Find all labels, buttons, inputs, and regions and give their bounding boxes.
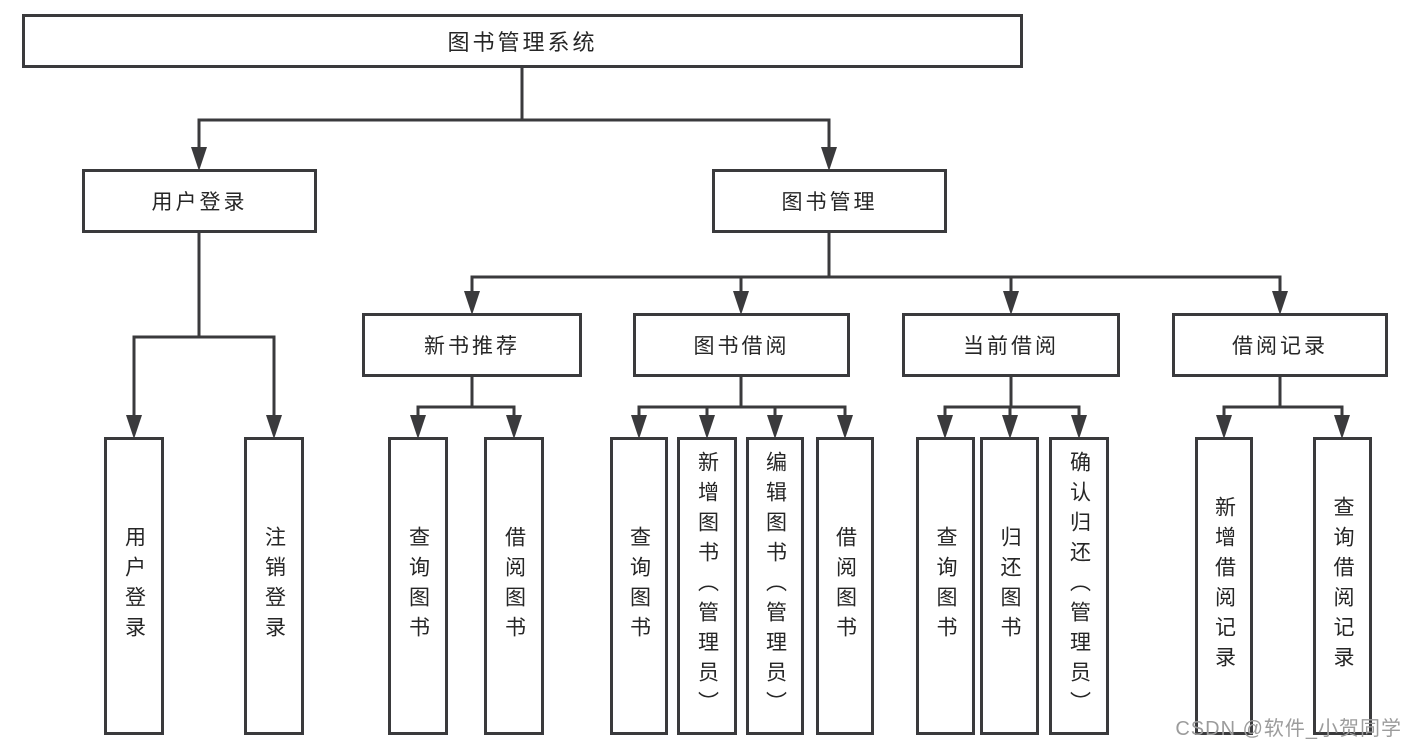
node-book-management: 图书管理 xyxy=(712,169,947,233)
node-user-login: 用户登录 xyxy=(82,169,317,233)
leaf-confirm-return-admin: 确认归还（管理员） xyxy=(1049,437,1109,735)
leaf-query-books-current-label: 查询图书 xyxy=(934,526,957,646)
leaf-add-borrow-record: 新增借阅记录 xyxy=(1195,437,1253,735)
leaf-user-login-label: 用户登录 xyxy=(122,526,146,646)
leaf-logout: 注销登录 xyxy=(244,437,304,735)
leaf-query-books-borrowing-label: 查询图书 xyxy=(627,526,651,646)
leaf-query-books-recommend: 查询图书 xyxy=(388,437,448,735)
leaf-edit-books-admin: 编辑图书（管理员） xyxy=(746,437,804,735)
leaf-query-books-recommend-label: 查询图书 xyxy=(406,526,430,646)
node-book-borrowing: 图书借阅 xyxy=(633,313,850,377)
leaf-borrow-books-recommend-label: 借阅图书 xyxy=(502,526,526,646)
leaf-add-books-admin-label: 新增图书（管理员） xyxy=(695,451,719,721)
leaf-return-books-label: 归还图书 xyxy=(998,526,1021,646)
leaf-add-books-admin: 新增图书（管理员） xyxy=(677,437,737,735)
leaf-query-books-borrowing: 查询图书 xyxy=(610,437,668,735)
watermark: CSDN @软件_小贺同学 xyxy=(1175,718,1402,740)
leaf-user-login: 用户登录 xyxy=(104,437,164,735)
node-new-book-recommendation: 新书推荐 xyxy=(362,313,582,377)
node-library-management-system: 图书管理系统 xyxy=(22,14,1023,68)
leaf-borrow-books-borrowing: 借阅图书 xyxy=(816,437,874,735)
leaf-borrow-books-borrowing-label: 借阅图书 xyxy=(833,526,857,646)
leaf-return-books: 归还图书 xyxy=(980,437,1039,735)
leaf-query-borrow-record: 查询借阅记录 xyxy=(1313,437,1372,735)
node-current-borrowing: 当前借阅 xyxy=(902,313,1120,377)
leaf-edit-books-admin-label: 编辑图书（管理员） xyxy=(763,451,787,721)
leaf-add-borrow-record-label: 新增借阅记录 xyxy=(1212,496,1236,676)
leaf-confirm-return-admin-label: 确认归还（管理员） xyxy=(1067,451,1091,721)
leaf-query-books-current: 查询图书 xyxy=(916,437,975,735)
leaf-logout-label: 注销登录 xyxy=(262,526,286,646)
leaf-borrow-books-recommend: 借阅图书 xyxy=(484,437,544,735)
node-borrowing-records: 借阅记录 xyxy=(1172,313,1388,377)
leaf-query-borrow-record-label: 查询借阅记录 xyxy=(1331,496,1354,676)
